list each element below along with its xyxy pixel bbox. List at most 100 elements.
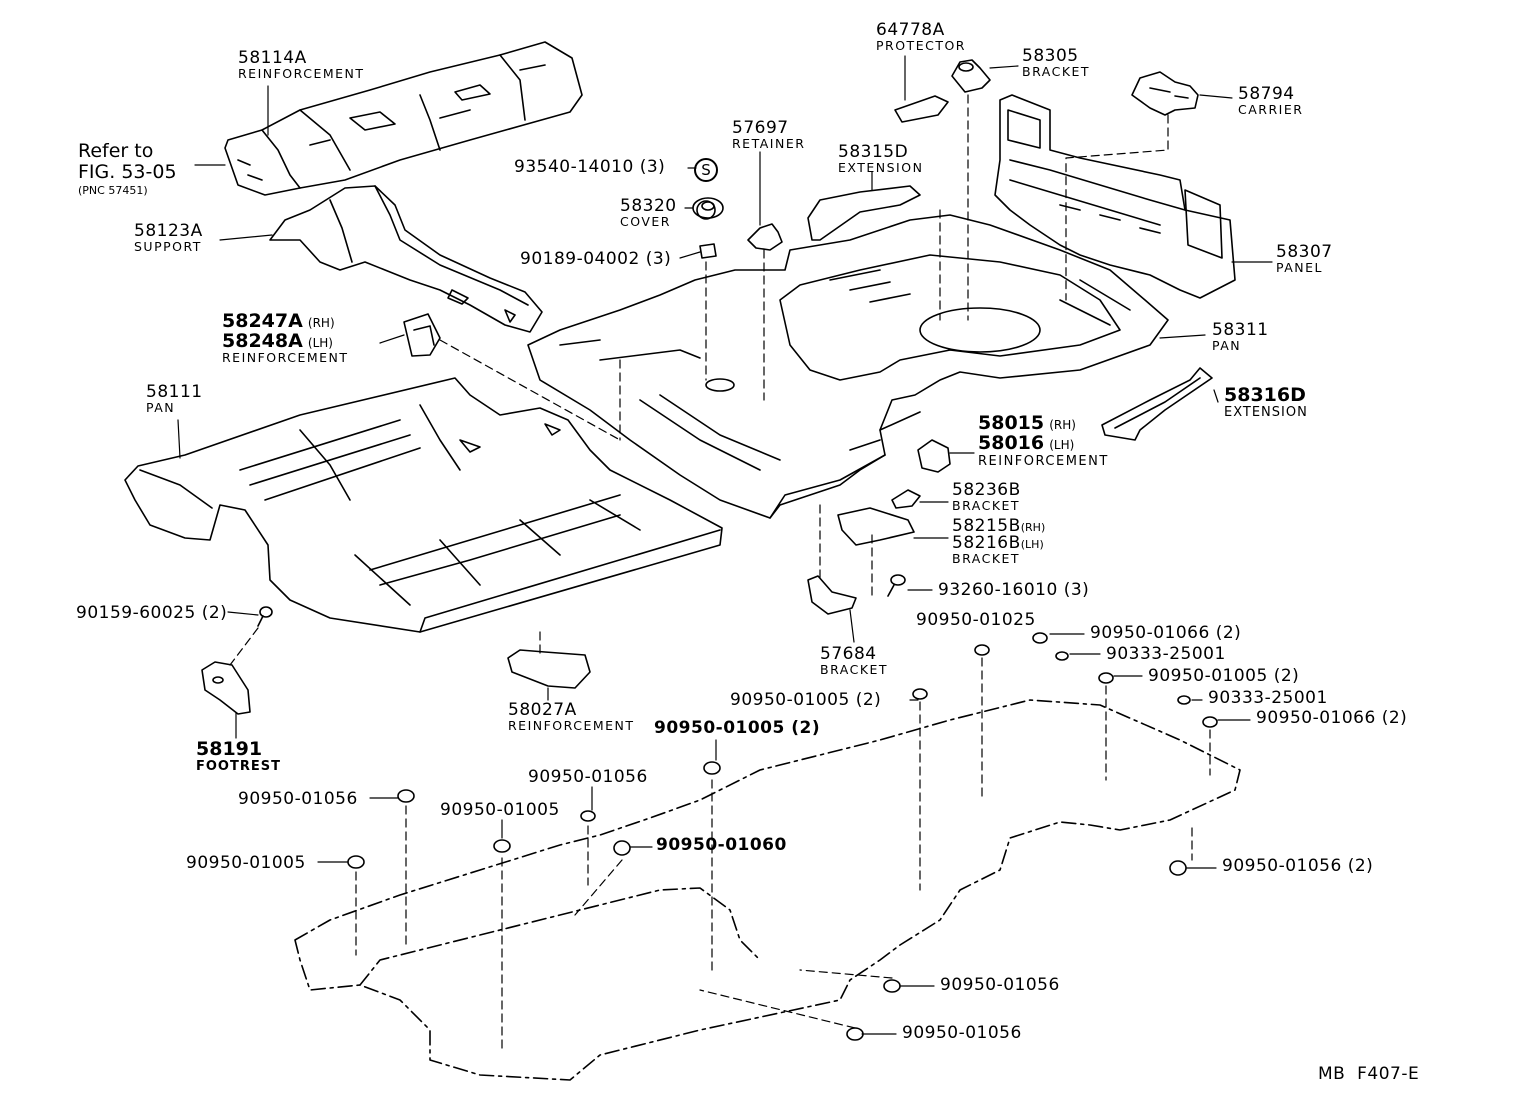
part-number: 58248A: [222, 330, 303, 352]
refer-line1: Refer to: [78, 140, 154, 162]
part-57697-label: 57697 RETAINER: [732, 120, 805, 151]
pan-58111-drawing: [124, 377, 723, 633]
part-name: PAN: [1212, 338, 1242, 353]
part-58016-label: 58016 (LH) REINFORCEMENT: [978, 432, 1109, 469]
part-name: CARRIER: [1238, 102, 1304, 117]
reinforcement-58247a-drawing: [403, 313, 441, 357]
part-58191-label: 58191 FOOTREST: [196, 738, 281, 774]
part-58027a-label: 58027A REINFORCEMENT: [508, 702, 635, 733]
part-number: 58320: [620, 196, 677, 216]
part-number: 58016: [978, 432, 1045, 454]
part-name: PANEL: [1276, 260, 1324, 275]
plug-label-g: 90950-01066 (2): [1256, 708, 1408, 728]
protector-64778a-drawing: [894, 95, 949, 123]
part-number: 57697: [732, 118, 789, 138]
part-58248a-label: 58248A (LH) REINFORCEMENT: [222, 332, 349, 365]
plug-label-o: 90950-01056: [940, 975, 1060, 995]
part-number: 58305: [1022, 46, 1079, 66]
part-name: REINFORCEMENT: [238, 66, 365, 81]
footrest-58191-drawing: [201, 661, 251, 715]
retainer-57697-drawing: [747, 223, 783, 251]
diagram-code: MB F407-E: [1318, 1064, 1420, 1084]
pan-58311-drawing: [527, 214, 1169, 519]
plug-label-f: 90333-25001: [1208, 688, 1328, 708]
plug-label-l: 90950-01060: [656, 835, 787, 855]
part-name: COVER: [620, 214, 671, 229]
part-name: REINFORCEMENT: [978, 454, 1109, 469]
plug-label-b: 90950-01066 (2): [1090, 623, 1242, 643]
plug-label-p: 90950-01056: [902, 1023, 1022, 1043]
part-side: (RH): [1049, 418, 1076, 432]
part-58316d-label: 58316D EXTENSION: [1224, 384, 1308, 420]
part-name: BRACKET: [952, 551, 1021, 566]
part-number: 58794: [1238, 84, 1295, 104]
part-name: PROTECTOR: [876, 38, 966, 53]
plug-label-m: 90950-01005: [186, 853, 306, 873]
support-58123a-drawing: [269, 185, 543, 333]
part-number: 58027A: [508, 700, 577, 720]
part-57684-label: 57684 BRACKET: [820, 646, 888, 677]
part-number: 64778A: [876, 20, 945, 40]
plug-label-n: 90950-01056 (2): [1222, 856, 1374, 876]
part-number: 58311: [1212, 320, 1269, 340]
part-name: RETAINER: [732, 136, 806, 151]
part-58311-label: 58311 PAN: [1212, 322, 1269, 353]
part-number: 58191: [196, 738, 263, 760]
bracket-58236b-drawing: [891, 489, 921, 509]
bracket-58215b-drawing: [837, 507, 915, 546]
part-number: 58114A: [238, 48, 307, 68]
part-number: 58236B: [952, 480, 1021, 500]
reinforcement-58015-drawing: [917, 439, 951, 473]
part-58111-label: 58111 PAN: [146, 384, 203, 415]
bracket-58305-drawing: [951, 59, 991, 93]
part-58247a-label: 58247A (RH): [222, 312, 335, 331]
part-64778a-label: 64778A PROTECTOR: [876, 22, 966, 53]
panel-58307-drawing: [994, 94, 1236, 299]
part-number: 58123A: [134, 221, 203, 241]
part-number: 58216B: [952, 533, 1021, 553]
part-58114a-label: 58114A REINFORCEMENT: [238, 50, 365, 81]
part-number: 58015: [978, 412, 1045, 434]
plug-label-a: 90950-01025: [916, 610, 1036, 630]
part-number: 58307: [1276, 242, 1333, 262]
part-58236b-label: 58236B BRACKET: [952, 482, 1021, 513]
plug-shapes: [347, 200, 1218, 1041]
part-number: 58111: [146, 382, 203, 402]
part-side: (LH): [307, 336, 333, 350]
part-number: 58315D: [838, 142, 909, 162]
extension-58316d-drawing: [1101, 367, 1213, 441]
part-name: SUPPORT: [134, 239, 202, 254]
part-number: 58247A: [222, 310, 303, 332]
plug-label-k: 90950-01005: [440, 800, 560, 820]
part-90189-label: 90189-04002 (3): [520, 249, 672, 269]
part-58305-label: 58305 BRACKET: [1022, 48, 1090, 79]
part-number: 58316D: [1224, 384, 1306, 406]
plug-label-e: 90950-01005 (2): [730, 690, 882, 710]
refer-note: Refer to FIG. 53-05 (PNC 57451): [78, 140, 177, 197]
part-name: BRACKET: [1022, 64, 1091, 79]
extension-58315d-drawing: [807, 185, 921, 241]
bracket-57684-drawing: [807, 575, 857, 615]
leader-lines: [177, 55, 1273, 1035]
refer-line2: FIG. 53-05: [78, 161, 177, 183]
part-58215b-label: 58215B(RH): [952, 518, 1045, 535]
grommet-90189-drawing: [699, 243, 717, 259]
part-58216b-label: 58216B(LH) BRACKET: [952, 535, 1044, 566]
plug-label-j: 90950-01056: [238, 789, 358, 809]
part-name: PAN: [146, 400, 176, 415]
part-number: 58215B: [952, 516, 1021, 536]
part-side: (RH): [1020, 521, 1046, 534]
part-58320-label: 58320 COVER: [620, 198, 677, 229]
part-name: BRACKET: [952, 498, 1021, 513]
part-side: (LH): [1049, 438, 1075, 452]
part-name: REINFORCEMENT: [222, 350, 349, 365]
part-name: BRACKET: [820, 662, 889, 677]
reinforcement-58027a-drawing: [507, 649, 591, 689]
reinforcement-58114a-drawing: [224, 41, 583, 196]
plug-label-h: 90950-01005 (2): [654, 718, 821, 738]
part-58307-label: 58307 PANEL: [1276, 244, 1333, 275]
part-side: (RH): [307, 316, 335, 330]
plug-label-c: 90333-25001: [1106, 644, 1226, 664]
